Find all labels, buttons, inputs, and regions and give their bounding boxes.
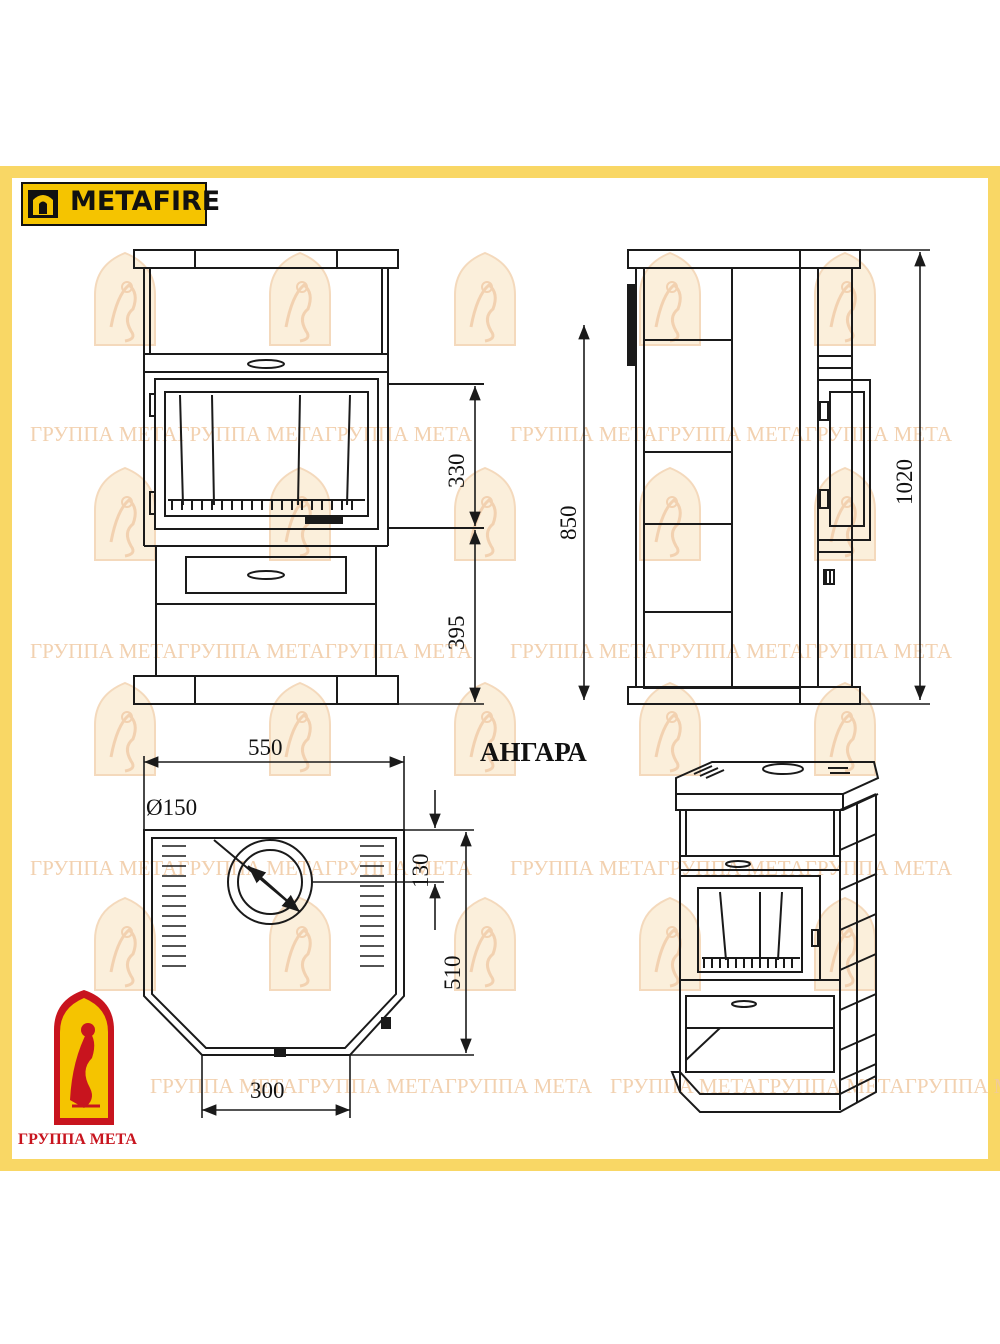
watermark-text: ГРУППА МЕТАГРУППА МЕТАГРУППА МЕТА bbox=[30, 422, 473, 446]
group-meta-caption: ГРУППА МЕТА bbox=[18, 1131, 137, 1148]
front-dimensions bbox=[398, 386, 484, 705]
side-view bbox=[627, 249, 871, 705]
metafire-logo bbox=[21, 182, 207, 226]
dim-330-label: 330 bbox=[444, 454, 469, 489]
watermark-text: ГРУППА МЕТАГРУППА МЕТАГРУППА МЕТА bbox=[30, 639, 473, 663]
metafire-brand-name: METAFIRE bbox=[70, 186, 221, 217]
dim-850-label: 850 bbox=[556, 506, 581, 541]
dim-510-label: 510 bbox=[440, 956, 465, 991]
dim-130-label: 130 bbox=[408, 854, 433, 889]
dim-395-label: 395 bbox=[444, 616, 469, 651]
perspective-view bbox=[670, 761, 880, 1113]
top-dimensions bbox=[143, 756, 474, 1118]
dim-550-label: 550 bbox=[248, 735, 283, 760]
watermark-text: ГРУППА МЕТАГРУППА МЕТАГРУППА МЕТА bbox=[150, 1074, 593, 1098]
dim-300-label: 300 bbox=[250, 1078, 285, 1103]
front-view bbox=[133, 249, 484, 705]
yellow-frame bbox=[0, 166, 1000, 1171]
dim-1020-label: 1020 bbox=[892, 459, 917, 505]
model-title: АНГАРА bbox=[480, 737, 587, 767]
dim-diameter-label: Ø150 bbox=[146, 795, 197, 820]
side-dimensions bbox=[578, 249, 930, 705]
group-meta-logo bbox=[54, 990, 114, 1125]
